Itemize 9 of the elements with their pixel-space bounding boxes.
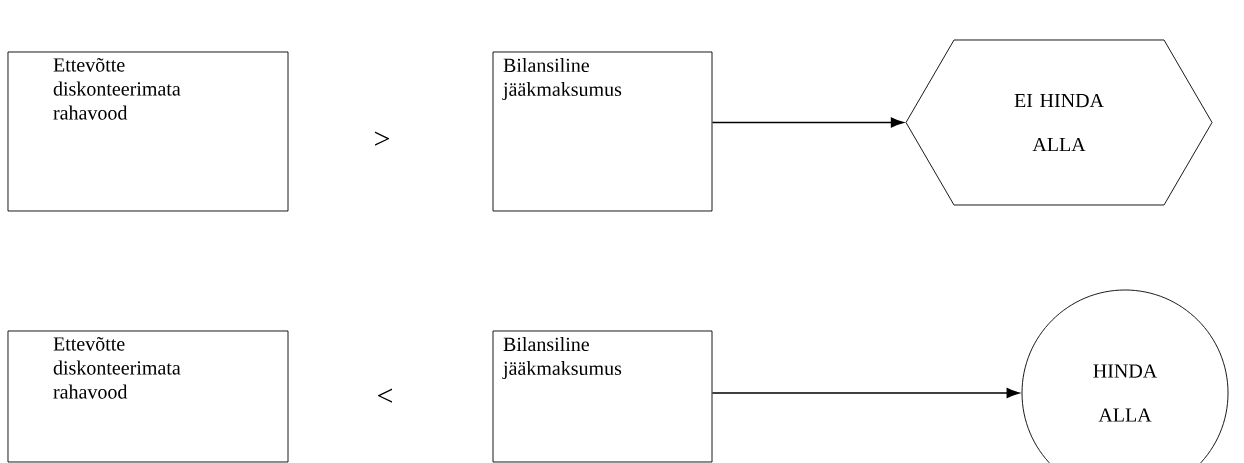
text-box: Bilansiline jääkmaksumus — [492, 51, 713, 212]
arrow — [711, 387, 1020, 399]
comparison-sign: < — [378, 388, 392, 403]
comparison-sign: > — [375, 131, 390, 146]
text-box: Ettevõtte diskonteerimata rahavood — [7, 330, 289, 463]
hexagon: EI HINDA ALLA — [905, 39, 1213, 206]
text-box: Bilansiline jääkmaksumus — [492, 330, 713, 463]
arrow — [711, 117, 904, 128]
text-box: Ettevõtte diskonteerimata rahavood — [7, 51, 289, 212]
